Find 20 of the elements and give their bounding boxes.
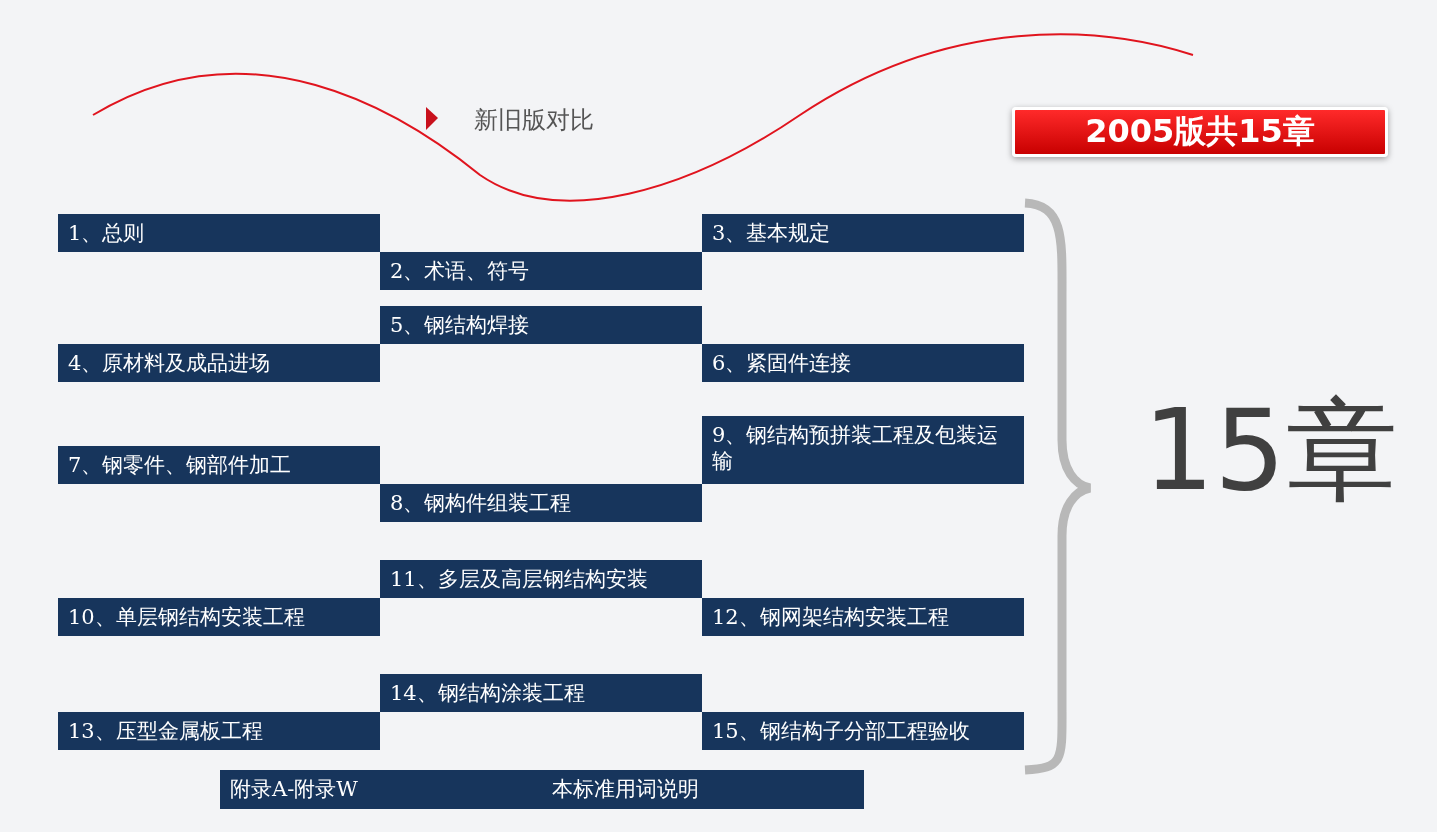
badge: 2005版共15章	[1012, 107, 1388, 157]
chapter-box: 14、钢结构涂装工程	[380, 674, 702, 712]
chapter-box: 12、钢网架结构安装工程	[702, 598, 1024, 636]
chapter-box: 15、钢结构子分部工程验收	[702, 712, 1024, 750]
chapter-box: 11、多层及高层钢结构安装	[380, 560, 702, 598]
chapter-box: 13、压型金属板工程	[58, 712, 380, 750]
chapter-box: 3、基本规定	[702, 214, 1024, 252]
chapter-box: 10、单层钢结构安装工程	[58, 598, 380, 636]
chapter-box: 4、原材料及成品进场	[58, 344, 380, 382]
chapter-box: 9、钢结构预拼装工程及包装运输	[702, 416, 1024, 484]
title: 新旧版对比	[474, 105, 594, 136]
chapter-count: 15章	[1143, 388, 1398, 513]
chapter-box: 8、钢构件组装工程	[380, 484, 702, 522]
chapter-box: 1、总则	[58, 214, 380, 252]
chapter-box: 6、紧固件连接	[702, 344, 1024, 382]
chapter-box: 5、钢结构焊接	[380, 306, 702, 344]
chapter-box: 附录A-附录W	[220, 770, 542, 809]
chapter-box: 2、术语、符号	[380, 252, 702, 290]
chapter-box: 7、钢零件、钢部件加工	[58, 446, 380, 484]
chapter-box: 本标准用词说明	[542, 770, 864, 809]
